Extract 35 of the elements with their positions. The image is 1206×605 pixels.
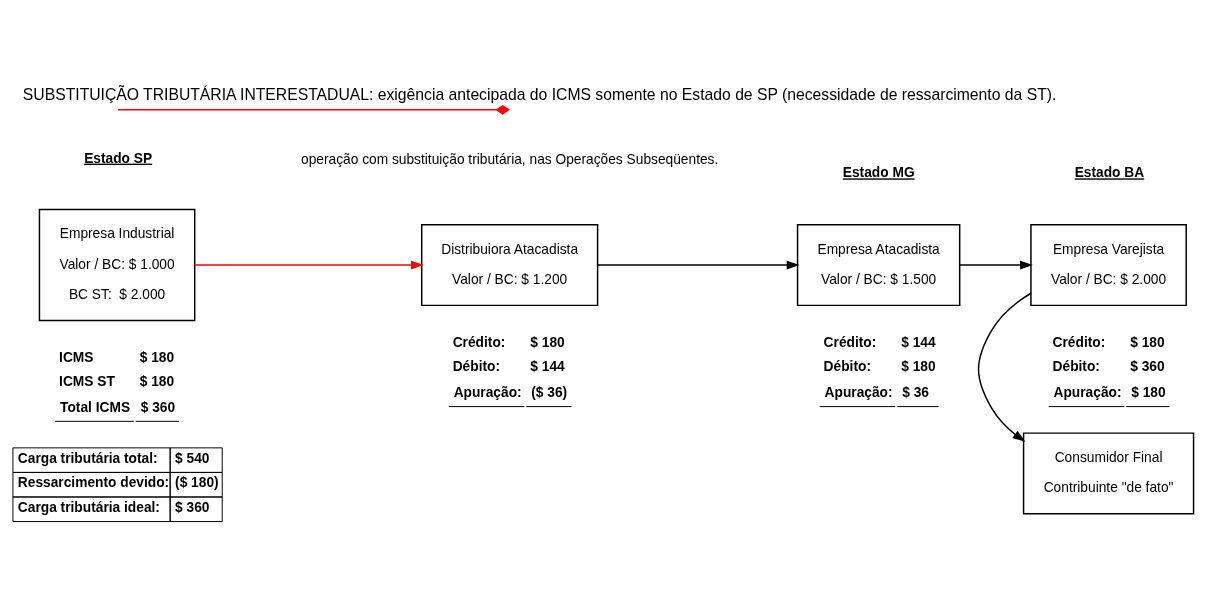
label: Crédito: [1052,334,1106,350]
label: Carga tributária ideal: [17,499,160,515]
label: Débito: [452,359,501,375]
label: Crédito: [823,334,877,350]
label: ($ 180) [175,475,219,491]
label: $ 180 [139,374,175,390]
diagram-title: SUBSTITUIÇÃO TRIBUTÁRIA INTERESTADUAL: exigência antecipada do ICMS somente no Estado de SP (necessidade de ressarcimento da ST). [22,86,1057,104]
label: ($ 36) [531,384,568,400]
label: $ 36 [902,384,929,400]
label: $ 360 [140,399,176,415]
label: Carga tributária total: [17,450,158,466]
label: Total ICMS [60,399,131,415]
label: $ 180 [530,334,565,350]
label: $ 180 [1130,334,1165,350]
label: Apuração: [824,384,893,400]
label: Débito: [1052,359,1100,375]
label: ICMS ST [59,374,115,390]
label: $ 180 [901,359,936,375]
label: $ 360 [175,499,210,515]
label: Ressarcimento devido: [17,475,170,491]
label: Crédito: [452,334,506,350]
label: Apuração: [1053,384,1122,400]
label: Débito: [823,359,871,375]
label: $ 180 [139,349,175,365]
label: $ 360 [1130,359,1165,375]
label: $ 144 [530,359,565,375]
label: ICMS [59,349,94,365]
legend-label: operação com substituição tributária, nas Operações Subseqüentes. [300,151,719,167]
label: $ 144 [901,334,936,350]
label: Estado BA [1074,165,1145,181]
label: $ 180 [1131,384,1166,400]
label: Apuração: [453,384,522,400]
label: Estado MG [842,165,915,181]
label: $ 540 [175,450,210,466]
label: Estado SP [84,150,153,166]
